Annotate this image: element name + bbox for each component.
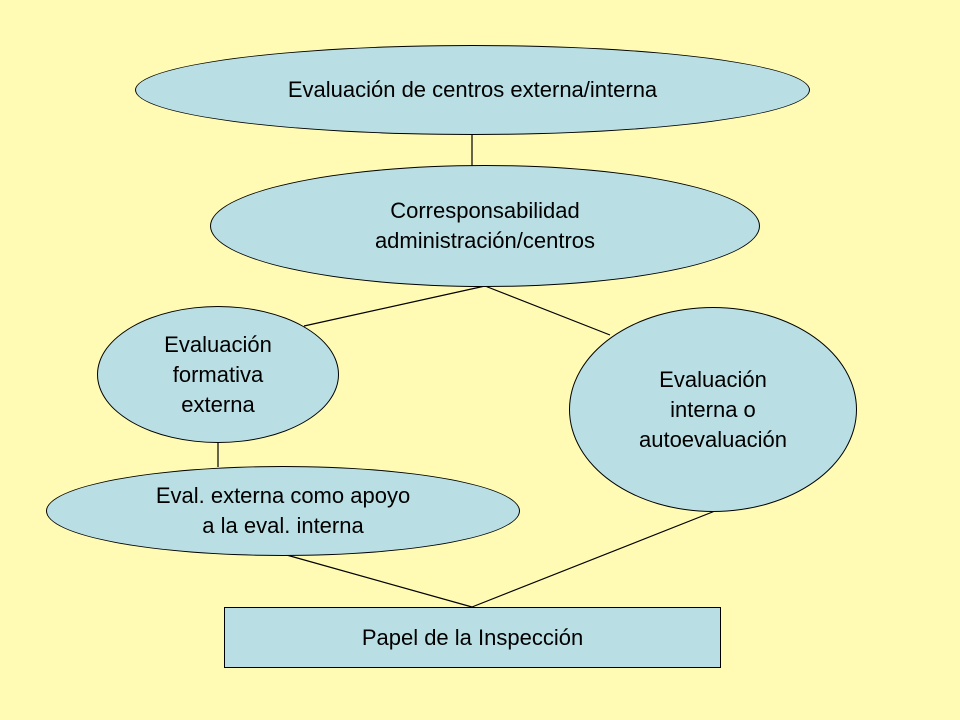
node-corresponsabilidad-label: Corresponsabilidad administración/centro…: [374, 198, 596, 253]
edge-apoyo-inspeccion: [282, 553, 473, 608]
edge-interna-inspeccion: [471, 510, 716, 608]
node-papel-inspeccion: Papel de la Inspección: [224, 607, 721, 668]
node-eval-externa-apoyo: Eval. externa como apoyo a la eval. inte…: [46, 466, 520, 556]
edge-coresp-formativa: [303, 285, 486, 327]
node-eval-externa-apoyo-label: Eval. externa como apoyo a la eval. inte…: [155, 483, 411, 538]
node-evaluacion-centros: Evaluación de centros externa/interna: [135, 45, 810, 135]
node-evaluacion-centros-label: Evaluación de centros externa/interna: [287, 77, 658, 102]
node-papel-inspeccion-label: Papel de la Inspección: [361, 624, 584, 650]
edge-coresp-interna: [484, 285, 611, 336]
node-evaluacion-interna: Evaluación interna o autoevaluación: [569, 307, 857, 512]
node-evaluacion-formativa-label: Evaluación formativa externa: [164, 331, 272, 417]
node-evaluacion-interna-label: Evaluación interna o autoevaluación: [638, 366, 787, 452]
node-corresponsabilidad: Corresponsabilidad administración/centro…: [210, 165, 760, 287]
node-evaluacion-formativa: Evaluación formativa externa: [97, 306, 339, 443]
